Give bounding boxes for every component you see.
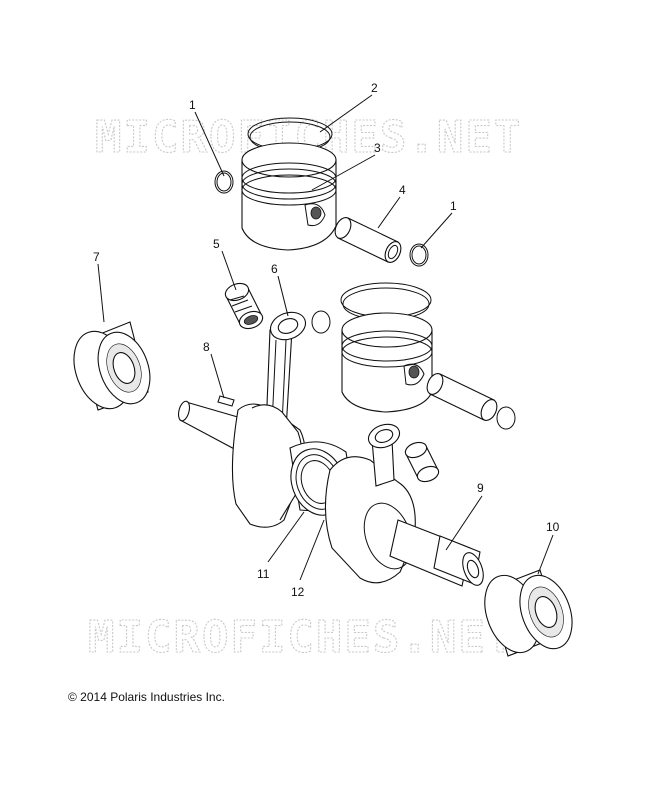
piston-part-3 <box>241 142 337 251</box>
woodruff-key-part-8 <box>217 395 235 407</box>
circlip-part-1-left <box>214 170 234 194</box>
crankshaft-assembly <box>177 400 484 587</box>
wrist-pin-lower <box>426 373 498 421</box>
callout-1b: 1 <box>450 199 457 213</box>
callout-2: 2 <box>371 81 378 95</box>
main-bearing-part-10 <box>484 569 573 657</box>
circlip-part-1-right <box>409 243 429 267</box>
wrist-pin-part-4 <box>334 217 402 263</box>
needle-bearing-right <box>404 441 440 483</box>
callout-4: 4 <box>399 183 406 197</box>
callout-11: 11 <box>257 567 270 581</box>
callout-1: 1 <box>189 98 196 112</box>
callout-7: 7 <box>93 250 100 264</box>
watermark-bottom: MICROFICHES.NET <box>88 612 515 663</box>
callout-12: 12 <box>291 585 305 599</box>
needle-bearing-part-5 <box>224 282 264 330</box>
callout-5: 5 <box>213 237 220 251</box>
piston-lower <box>340 282 433 413</box>
main-bearing-part-7 <box>73 321 151 411</box>
callout-labels: 1 2 3 4 1 5 6 7 8 9 10 11 12 <box>93 81 560 599</box>
copyright-notice: © 2014 Polaris Industries Inc. <box>68 690 225 704</box>
connecting-rod-right <box>367 423 401 487</box>
callout-6: 6 <box>271 262 278 276</box>
callout-8: 8 <box>203 340 210 354</box>
callout-9: 9 <box>477 481 484 495</box>
callout-10: 10 <box>546 520 560 534</box>
callout-3: 3 <box>374 141 381 155</box>
leader-lines <box>97 94 554 581</box>
circlip-lower-left <box>311 310 331 334</box>
circlip-lower-right <box>496 406 516 430</box>
